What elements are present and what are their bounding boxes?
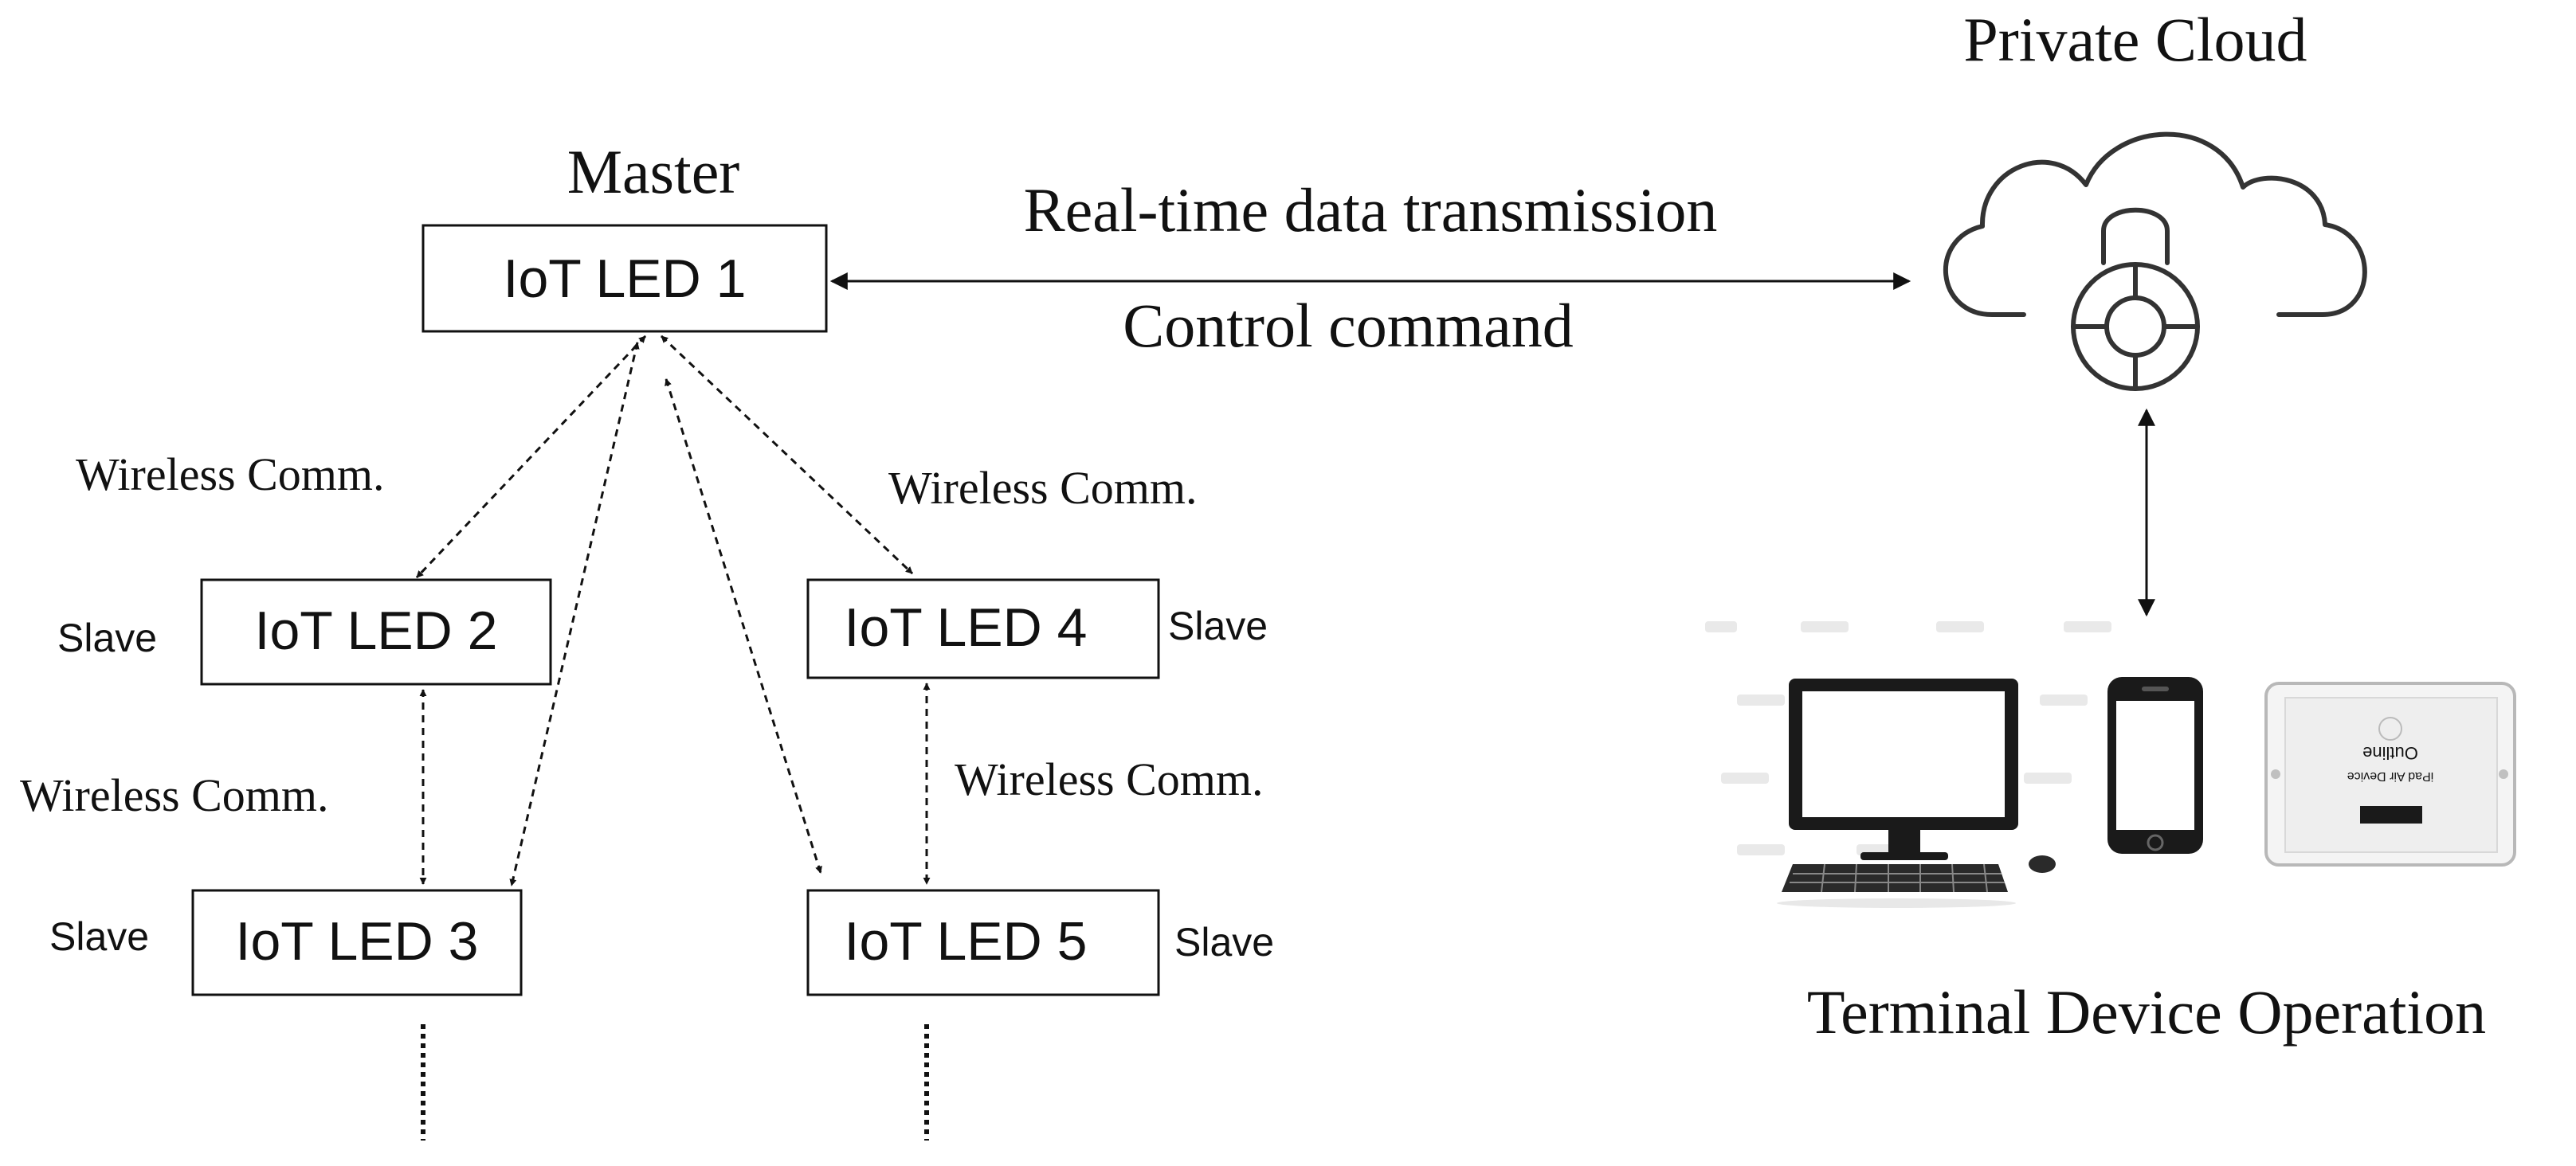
node-label: IoT LED 3 xyxy=(236,911,479,972)
master-label: Master xyxy=(567,137,740,206)
node-iot-led-1: IoT LED 1 xyxy=(421,224,828,333)
node-label: IoT LED 1 xyxy=(504,248,747,309)
desktop-computer-icon xyxy=(1777,679,2056,908)
slave-label-led4: Slave xyxy=(1168,604,1268,648)
node-label: IoT LED 2 xyxy=(255,601,498,661)
tablet-screen-line-2: iPad Air Device xyxy=(2347,769,2434,783)
link-led1-led4 xyxy=(660,335,914,575)
smartphone-icon xyxy=(2107,677,2203,854)
wireless-label-4: Wireless Comm. xyxy=(955,753,1264,805)
terminal-title: Terminal Device Operation xyxy=(1807,977,2486,1047)
node-label: IoT LED 5 xyxy=(845,911,1088,972)
link-label-realtime: Real-time data transmission xyxy=(1024,175,1718,245)
slave-label-led5: Slave xyxy=(1174,920,1274,964)
tablet-screen-line-1: Outline xyxy=(2362,743,2418,763)
wireless-label-3: Wireless Comm. xyxy=(20,769,329,821)
link-label-control: Control command xyxy=(1123,291,1573,360)
wireless-label-1: Wireless Comm. xyxy=(76,448,385,500)
node-iot-led-4: IoT LED 4 xyxy=(806,578,1160,679)
node-iot-led-2: IoT LED 2 xyxy=(200,578,552,686)
slave-label-led2: Slave xyxy=(57,616,157,660)
node-iot-led-3: IoT LED 3 xyxy=(191,889,523,996)
wireless-label-2: Wireless Comm. xyxy=(888,462,1198,514)
terminal-devices: Outline iPad Air Device xyxy=(1705,621,2516,908)
node-label: IoT LED 4 xyxy=(845,597,1088,658)
cloud-title: Private Cloud xyxy=(1963,5,2307,74)
slave-label-led3: Slave xyxy=(49,914,149,959)
cloud-lock-icon xyxy=(1943,131,2367,391)
link-led1-led3 xyxy=(509,342,640,886)
tablet-icon: Outline iPad Air Device xyxy=(2264,682,2516,867)
node-iot-led-5: IoT LED 5 xyxy=(806,889,1160,996)
link-led1-led5 xyxy=(665,378,822,874)
